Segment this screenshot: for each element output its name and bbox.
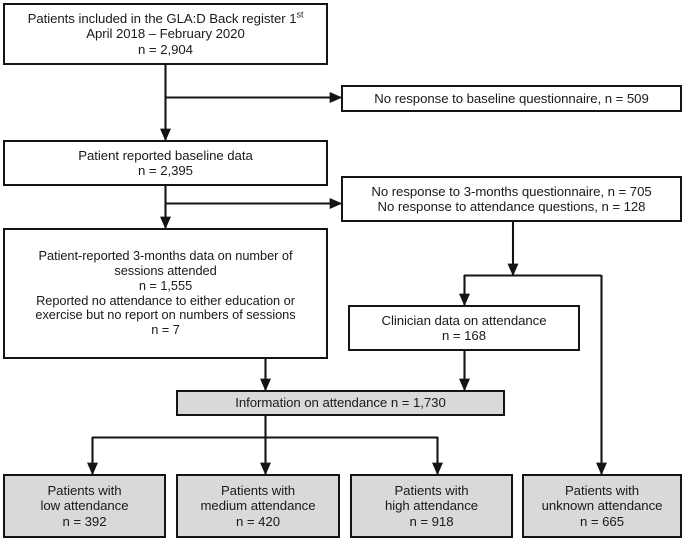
node-line: n = 2,904: [138, 41, 193, 57]
node-line: Reported no attendance to either educati…: [36, 292, 295, 308]
node-line: n = 665: [579, 513, 625, 529]
node-line: Patient-reported 3-months data on number…: [38, 247, 293, 263]
node-line: n = 1,555: [138, 277, 193, 293]
node-line: n = 918: [409, 513, 454, 529]
node-information-on-attendance: Information on attendance n = 1,730: [176, 390, 505, 416]
node-clinician-data-on-attendance: Clinician data on attendance n = 168: [348, 305, 580, 351]
node-no-response-3-months: No response to 3-months questionnaire, n…: [341, 176, 682, 222]
node-line: exercise but no report on numbers of ses…: [35, 307, 296, 323]
node-line: Patients with: [220, 483, 296, 499]
node-patient-reported-baseline-data: Patient reported baseline data n = 2,395: [3, 140, 328, 186]
node-line: Patients with: [394, 483, 469, 499]
node-patients-low-attendance: Patients with low attendance n = 392: [3, 474, 166, 538]
node-line: n = 2,395: [138, 163, 193, 178]
node-patients-medium-attendance: Patients with medium attendance n = 420: [176, 474, 340, 538]
node-line: n = 7: [151, 322, 180, 338]
node-line: No response to attendance questions, n =…: [377, 199, 646, 214]
ordinal-suffix: st: [296, 9, 304, 20]
node-line: Clinician data on attendance: [381, 312, 547, 328]
node-patient-reported-3-months-data: Patient-reported 3-months data on number…: [3, 228, 328, 359]
node-no-response-baseline: No response to baseline questionnaire, n…: [341, 85, 682, 112]
node-line: No response to 3-months questionnaire, n…: [371, 183, 652, 199]
node-line: Patients included in the GLA:D Back regi…: [27, 9, 304, 27]
node-patients-included: Patients included in the GLA:D Back regi…: [3, 3, 328, 65]
node-line: high attendance: [384, 498, 479, 514]
node-patients-high-attendance: Patients with high attendance n = 918: [350, 474, 513, 538]
node-line: unknown attendance: [541, 498, 663, 514]
node-line: Information on attendance n = 1,730: [235, 395, 446, 411]
node-line: April 2018 – February 2020: [86, 26, 245, 42]
node-line: Patients with: [564, 483, 640, 499]
node-line: n = 420: [235, 513, 281, 529]
node-line: No response to baseline questionnaire, n…: [374, 90, 649, 106]
node-patients-unknown-attendance: Patients with unknown attendance n = 665: [522, 474, 682, 538]
node-line: n = 168: [441, 328, 487, 343]
node-line: Patient reported baseline data: [78, 147, 253, 163]
node-line: low attendance: [40, 498, 129, 514]
node-line: n = 392: [62, 513, 107, 529]
node-line: Patients with: [47, 483, 122, 499]
node-line: medium attendance: [200, 498, 316, 514]
node-line: sessions attended: [114, 262, 217, 278]
